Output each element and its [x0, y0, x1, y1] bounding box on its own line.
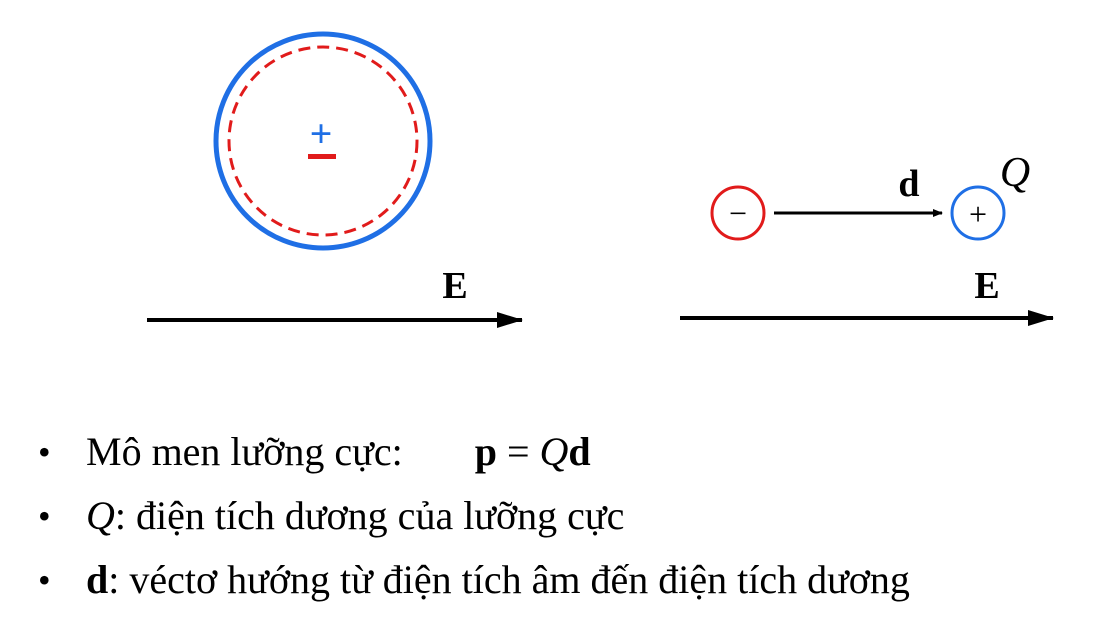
- list-item-dipole-moment: • Mô men lưỡng cực: p = Qd: [38, 420, 910, 484]
- bullet: •: [38, 496, 51, 536]
- bullet: •: [38, 432, 51, 472]
- formula-q: Q: [539, 429, 569, 474]
- positive-charge-symbol: +: [969, 196, 987, 232]
- d-definition-text: : véctơ hướng từ điện tích âm đến điện t…: [108, 557, 910, 602]
- formula-equals: =: [496, 429, 540, 474]
- d-symbol: d: [86, 557, 109, 602]
- right-field-arrow: E: [680, 265, 1054, 326]
- d-label: d: [898, 163, 919, 205]
- plus-sign: +: [310, 111, 333, 156]
- negative-charge-cloud: [227, 45, 419, 237]
- minus-sign: [308, 154, 336, 159]
- left-field-label: E: [442, 265, 467, 307]
- q-definition-text: : điện tích dương của lưỡng cực: [114, 493, 625, 538]
- dipole-diagram: + E − d + Q E: [147, 31, 1054, 328]
- neutral-atom: +: [213, 31, 433, 251]
- q-label: Q: [1000, 150, 1030, 196]
- negative-charge-symbol: −: [729, 195, 747, 231]
- formula-d: d: [568, 429, 591, 474]
- definition-list: • Mô men lưỡng cực:p = Qd • Q: điện tích…: [38, 420, 910, 612]
- positive-charge-cloud: [213, 31, 433, 251]
- formula-p: p: [474, 429, 497, 474]
- dipole-moment-label: Mô men lưỡng cực:: [86, 429, 403, 474]
- list-item-q-definition: • Q: điện tích dương của lưỡng cực: [38, 484, 910, 548]
- q-symbol: Q: [86, 493, 115, 538]
- left-field-arrow: E: [147, 265, 523, 328]
- negative-charge: [710, 185, 766, 241]
- bullet: •: [38, 560, 51, 600]
- dipole: − d + Q: [710, 150, 1030, 241]
- list-item-d-definition: • d: véctơ hướng từ điện tích âm đến điệ…: [38, 548, 910, 612]
- right-field-label: E: [974, 265, 999, 307]
- positive-charge: [950, 185, 1006, 241]
